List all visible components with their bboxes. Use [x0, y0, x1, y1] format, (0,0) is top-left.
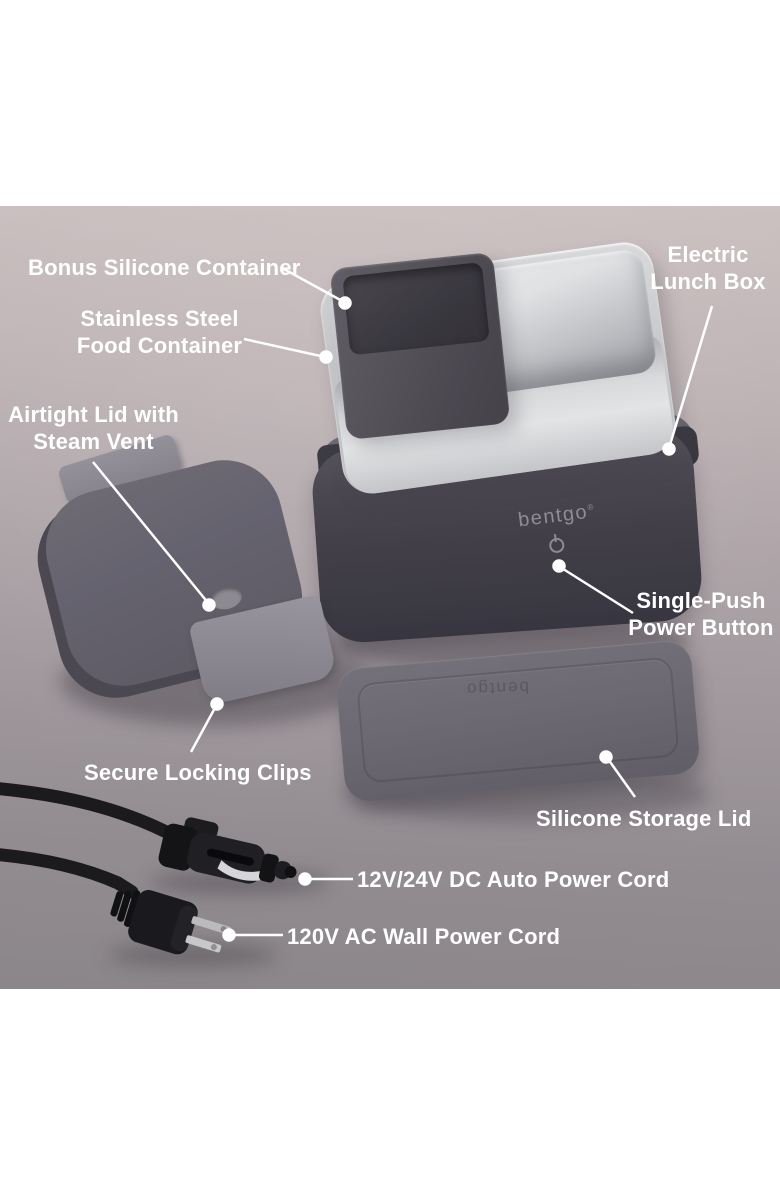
ac-plug-shadow [108, 944, 278, 966]
dc-cable [0, 782, 183, 844]
product-photo-area: bentgo® bentgo [0, 206, 780, 989]
label-line: Lunch Box [650, 268, 766, 294]
ac-cable [0, 848, 139, 899]
label-electric-lunch-box: Electric Lunch Box [628, 242, 780, 296]
label-line: Food Container [76, 332, 243, 358]
label-secure-locking-clips: Secure Locking Clips [84, 760, 312, 785]
label-line: Power Button [628, 614, 774, 640]
label-ac-wall-power-cord: 120V AC Wall Power Cord [287, 924, 561, 949]
label-line: Electric [667, 242, 749, 267]
silicone-container-cavity [342, 262, 490, 356]
label-line: Steam Vent [33, 428, 154, 454]
dc-plug-shadow [150, 870, 330, 894]
label-line: Stainless Steel [80, 306, 239, 331]
label-bonus-silicone-container: Bonus Silicone Container [28, 255, 301, 280]
storage-lid-groove [356, 656, 680, 784]
label-line: Airtight Lid with [8, 402, 179, 427]
power-icon-bar [553, 533, 557, 543]
label-dc-auto-power-cord: 12V/24V DC Auto Power Cord [357, 867, 670, 892]
power-icon [545, 532, 567, 554]
storage-lid-embossed-brand: bentgo [464, 677, 530, 699]
label-line: Single-Push [636, 588, 766, 613]
label-single-push-power-button: Single-Push Power Button [616, 588, 780, 642]
label-airtight-lid-steam-vent: Airtight Lid with Steam Vent [6, 402, 181, 456]
brand-trademark: ® [586, 502, 596, 513]
label-stainless-steel-food-container: Stainless Steel Food Container [52, 306, 267, 360]
label-silicone-storage-lid: Silicone Storage Lid [536, 806, 752, 831]
power-icon-ring [548, 537, 566, 554]
bonus-silicone-container [329, 251, 511, 441]
ac-prong-upper [191, 916, 231, 935]
